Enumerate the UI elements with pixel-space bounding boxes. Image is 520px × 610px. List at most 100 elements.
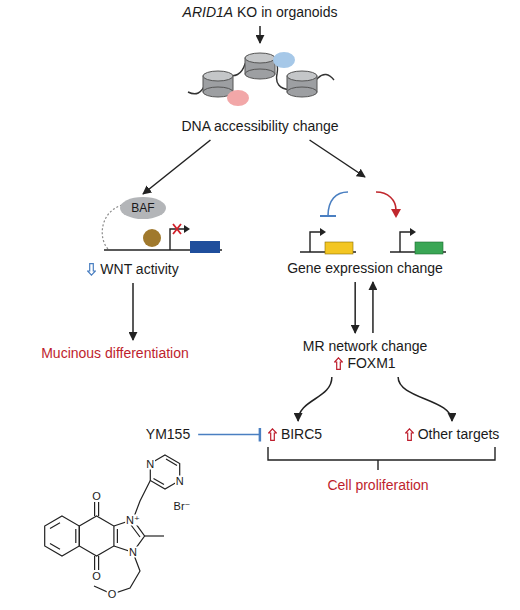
repression-bar [320,215,336,217]
promoter-arrowhead [184,225,190,233]
promoter-arrow [400,232,410,252]
process-label: DNA accessibility change [177,46,342,137]
arrow-outline [335,358,343,370]
text-row: WNT activity [87,261,178,278]
activation-arrowhead [391,209,401,218]
quinone-ring [79,516,114,556]
histone-cylinder [287,87,317,97]
node-text: Other targets [418,426,500,443]
chemical-structure [45,455,180,594]
text-row: YM155 [146,426,190,443]
histone-cylinder [245,69,275,79]
promoter-arrow [170,229,184,250]
arrow-connector [310,140,365,177]
inhibition-connector [198,434,260,436]
histone-cylinder [245,53,275,63]
atom-label: N [145,458,155,469]
carbonyl-bond [95,502,99,570]
target-label: Other targets [401,424,504,445]
complex-ellipse: BAF [120,197,165,219]
increase-arrow [405,428,414,441]
atom-label: N⁺ [125,514,141,525]
double-bond [154,459,178,485]
promoter-arrowhead [320,228,326,236]
green-gene [415,242,443,254]
node-text: FOXM1 [347,355,395,372]
text-row: DNA accessibility change [181,118,338,135]
atom-label: N [175,475,185,486]
activation-line [376,192,396,210]
arrow-outline [268,429,276,441]
node-text: YM155 [146,426,190,443]
text-row: Other targets [405,426,500,443]
arrow-connector [298,377,332,421]
blue-factor [273,52,295,68]
process-label: WNT activity [83,259,182,280]
histone-cylinder [245,53,275,79]
atom-label: O [107,589,118,600]
promoter-arrow [310,232,320,252]
arrow-outline [405,429,413,441]
histone-cylinder [203,71,233,81]
network-label: MR network changeFOXM1 [299,336,432,374]
increase-arrow [334,357,343,370]
text-row: Cell proliferation [327,477,428,494]
node-text: Cell proliferation [327,477,428,494]
node-text: MR network change [303,338,428,355]
atom-label: N [128,547,138,558]
atom-label: Br⁻ [173,501,192,512]
nucleosome-illustration [188,52,334,106]
node-text: Gene expression change [287,260,443,277]
increase-arrow [268,428,277,441]
node-text: WNT activity [100,261,178,278]
histone-cylinder [287,71,317,97]
node-text: DNA accessibility change [181,118,338,135]
text-row: Mucinous differentiation [41,345,189,362]
bracket [268,447,495,470]
yellow-gene [325,242,353,254]
node-text: BAF [131,201,154,215]
node-text: Mucinous differentiation [41,345,189,362]
arrow-connector [132,283,134,340]
gene-expression-illustration [300,192,446,254]
target-label: BIRC5 [264,424,326,445]
drug-label: YM155 [142,424,194,445]
histone-cylinder [287,71,317,81]
decrease-arrow [87,263,96,276]
arrow-outline [88,264,96,276]
transcription-factor [143,229,161,247]
dotted-arc [102,205,122,249]
atom-label: O [91,571,102,582]
arrow-connector [372,282,374,333]
repression-line [328,192,348,216]
arrow-connector [143,140,210,194]
outcome-label: Mucinous differentiation [37,343,193,364]
text-row: BAF [131,201,154,215]
start-label: ARID1A KO in organoids [179,2,342,23]
benzene-ring [45,516,80,556]
block-cross [173,224,181,234]
node-text: BIRC5 [281,426,322,443]
text-row: BIRC5 [268,426,322,443]
text-row: FOXM1 [303,355,428,372]
promoter-arrowhead [410,228,416,236]
text-row: MR network change [303,338,428,355]
arrow-connector [398,377,452,421]
double-bond [50,523,76,549]
pink-factor [227,90,249,106]
arrow-connector [259,26,261,43]
node-text: ARID1A KO in organoids [183,4,338,21]
text-row: ARID1A KO in organoids [183,4,338,21]
atom-label: O [91,491,102,502]
arrow-connector [354,282,356,333]
histone-cylinder [203,71,233,97]
target-gene [190,241,220,253]
methyl-bond [145,535,164,536]
process-label: Gene expression change [283,180,447,279]
double-bond [117,525,140,543]
outcome-label: Cell proliferation [323,475,432,496]
text-row: Gene expression change [287,260,443,277]
